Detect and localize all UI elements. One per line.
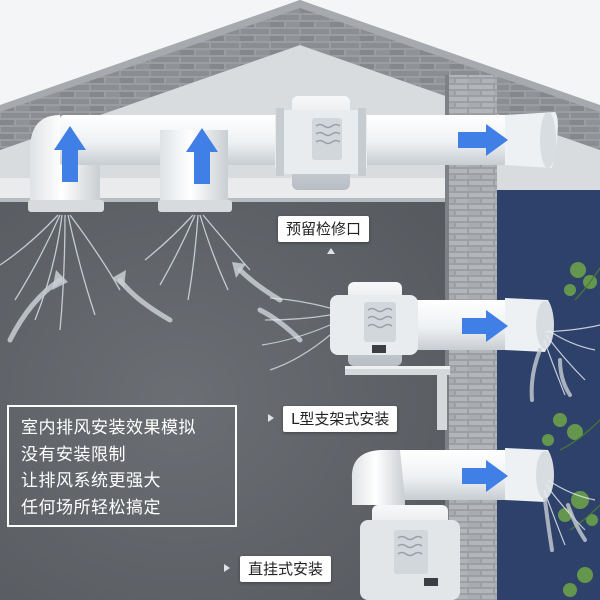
direct-hanging-install-label: 直挂式安装 xyxy=(240,556,332,582)
info-line: 没有安装限制 xyxy=(21,444,126,465)
info-box: 室内排风安装效果模拟 没有安装限制 让排风系统更强大 任何场所轻松搞定 xyxy=(7,405,237,527)
hanging-pointer-icon xyxy=(224,564,230,572)
l-bracket-pointer-icon xyxy=(268,414,274,422)
info-line: 任何场所轻松搞定 xyxy=(21,497,161,518)
l-bracket-install-label: L型支架式安装 xyxy=(283,406,398,432)
info-line: 让排风系统更强大 xyxy=(21,471,161,491)
info-line: 室内排风安装效果模拟 xyxy=(21,418,196,438)
maintenance-port-label: 预留检修口 xyxy=(278,216,370,242)
maintenance-pointer-icon xyxy=(327,248,335,254)
